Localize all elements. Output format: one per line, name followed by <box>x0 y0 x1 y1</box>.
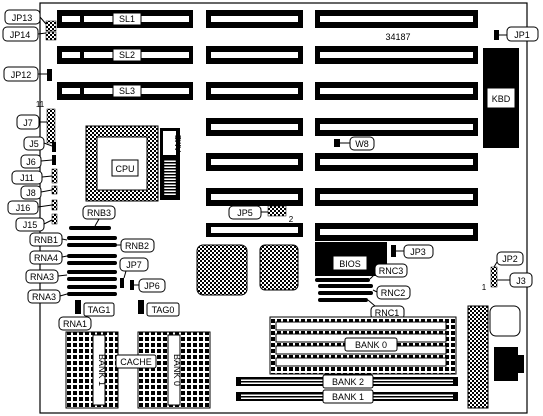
slot-label: SL1 <box>119 14 135 24</box>
svg-text:JP5: JP5 <box>237 208 253 218</box>
svg-text:BANK 1: BANK 1 <box>332 392 364 402</box>
svg-text:J8: J8 <box>26 188 36 198</box>
chipset-chip-1 <box>196 244 248 296</box>
pin-2-marker: 2 <box>289 215 294 224</box>
amd-label: AMD <box>174 134 183 152</box>
svg-text:RNA1: RNA1 <box>63 319 87 329</box>
svg-text:RNC3: RNC3 <box>379 266 404 276</box>
jumper-jp6: JP6 <box>130 278 166 293</box>
resistor-network-rnc3: RNC3 <box>315 263 408 282</box>
resistor-network-rnb2: RNB2 <box>117 238 155 253</box>
cache-bank-1: BANK 1 <box>65 331 119 409</box>
resistor-network-rnc2: RNC2 <box>318 284 411 300</box>
jumper-jp12: JP12 <box>3 66 52 82</box>
pin-1-marker-j7: 11 <box>36 100 45 109</box>
svg-text:RNA3: RNA3 <box>30 272 54 282</box>
pin-1-marker: 1 <box>482 283 487 292</box>
cache-bank0-label: BANK 0 <box>172 354 182 386</box>
svg-text:J5: J5 <box>29 139 39 149</box>
simm-bank-2: BANK 2 <box>236 374 458 389</box>
connector-j11: J11 <box>11 168 58 185</box>
jumper-jp13: JP13 <box>4 9 57 32</box>
svg-text:JP14: JP14 <box>10 30 31 40</box>
cache-label: CACHE <box>115 354 157 369</box>
svg-text:BANK 0: BANK 0 <box>355 340 387 350</box>
svg-text:W8: W8 <box>355 139 369 149</box>
jumper-jp5: JP5 2 <box>228 205 294 224</box>
svg-text:JP2: JP2 <box>502 254 518 264</box>
svg-text:TAG0: TAG0 <box>152 305 175 315</box>
svg-text:J15: J15 <box>23 220 38 230</box>
slot-label: SL3 <box>119 86 135 96</box>
jumper-jp1: JP1 <box>494 26 539 42</box>
svg-text:RNC2: RNC2 <box>381 288 406 298</box>
connector-j8: J8 <box>20 185 58 200</box>
jumper-jp3: JP3 <box>391 244 434 259</box>
simm-bank-1: BANK 1 <box>236 389 458 404</box>
board-code: 34187 <box>385 32 410 42</box>
middle-slot-column <box>206 10 303 237</box>
svg-text:J6: J6 <box>26 157 36 167</box>
svg-text:RNB2: RNB2 <box>125 241 149 251</box>
svg-text:BANK 2: BANK 2 <box>332 377 364 387</box>
cache-bank1-label: BANK 1 <box>97 354 107 386</box>
svg-text:J3: J3 <box>516 276 526 286</box>
svg-text:RNA3: RNA3 <box>32 292 56 302</box>
svg-text:JP7: JP7 <box>126 260 142 270</box>
resistor-network-rnb1: RNB1 <box>29 232 117 247</box>
svg-text:BIOS: BIOS <box>339 259 361 269</box>
svg-text:RNA4: RNA4 <box>34 253 58 263</box>
cache-bank-0: BANK 0 <box>137 331 211 409</box>
svg-text:KBD: KBD <box>492 94 511 104</box>
svg-text:RNC1: RNC1 <box>375 308 400 318</box>
svg-text:JP6: JP6 <box>144 281 160 291</box>
connector-j15: J15 <box>15 213 58 232</box>
tag0-chip: TAG0 <box>138 300 180 317</box>
resistor-network-rna4: RNA4 <box>29 250 117 265</box>
slot-sl2: SL2 <box>57 46 193 64</box>
jumper-w8: W8 <box>334 136 375 151</box>
jumper-jp7: JP7 <box>119 257 149 288</box>
resistor-network-rnc1: RNC1 <box>318 298 405 320</box>
tag1-chip: TAG1 <box>75 300 115 317</box>
power-connector <box>467 305 524 409</box>
slot-label: SL2 <box>119 50 135 60</box>
connector-j5: J5 <box>23 136 56 152</box>
right-slot-column <box>315 10 478 241</box>
svg-text:CACHE: CACHE <box>120 357 152 367</box>
connector-j6: J6 <box>20 154 56 169</box>
svg-text:JP12: JP12 <box>11 70 32 80</box>
svg-text:JP13: JP13 <box>12 13 33 23</box>
resistor-network-rna3-top: RNA3 <box>25 269 117 284</box>
svg-text:J11: J11 <box>20 173 34 183</box>
slot-sl3: SL3 <box>57 82 193 100</box>
svg-text:JP3: JP3 <box>410 247 426 257</box>
svg-text:RNB3: RNB3 <box>87 208 111 218</box>
connector-j16: J16 <box>7 199 58 215</box>
slot-sl1: SL1 <box>57 10 193 28</box>
svg-text:J16: J16 <box>16 203 31 213</box>
svg-text:JP1: JP1 <box>514 30 530 40</box>
svg-text:RNB1: RNB1 <box>34 235 58 245</box>
svg-text:CPU: CPU <box>115 164 134 174</box>
simm-bank-0: BANK 0 <box>269 316 457 375</box>
connector-j7: J7 <box>16 108 56 144</box>
resistor-network-rna3-bottom: RNA3 <box>27 285 117 304</box>
chipset-chip-2 <box>259 244 299 291</box>
connector-j3: J3 <box>497 272 533 288</box>
svg-text:TAG1: TAG1 <box>88 305 111 315</box>
svg-text:J7: J7 <box>23 118 33 128</box>
resistor-network-rnb3: RNB3 <box>69 205 116 230</box>
cpu-socket: CPU AMD <box>85 125 183 202</box>
bios-chip: BIOS <box>315 242 387 276</box>
resistor-network-rna1: RNA1 <box>58 316 92 331</box>
keyboard-connector: KBD <box>483 48 519 148</box>
jumper-jp2: JP2 1 <box>482 251 524 292</box>
jumper-jp14: JP14 <box>2 26 57 42</box>
